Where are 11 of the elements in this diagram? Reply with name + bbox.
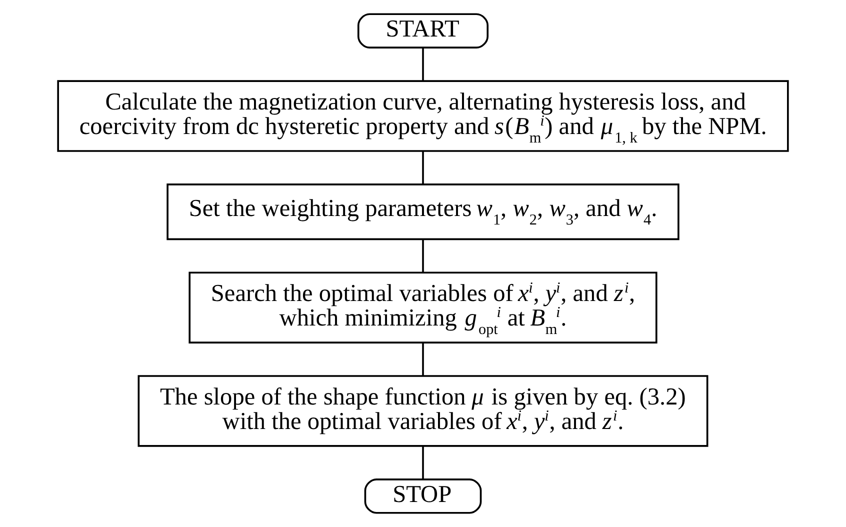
connector [422, 48, 424, 82]
node-box: STOP [364, 478, 482, 514]
node-box: The slope of the shape function μ is given by eq. (3.2) with the optimal variables of x$^{i}$, y$^{i}$, and z$^{i}$. [138, 375, 708, 447]
connector [422, 446, 424, 480]
node-box: Calculate the magnetization curve, alternating hysteresis loss, and coercivity from dc hysteretic property and s(B$_{m}$$^{i}$) and μ$_{1, k}$ by the NPM. [57, 80, 789, 152]
node-box: START [357, 13, 489, 48]
connector [422, 240, 424, 272]
connector [422, 151, 424, 184]
node-box: Set the weighting parameters w$_{1}$, w$_{2}$, w$_{3}$, and w$_{4}$. [166, 184, 680, 240]
node-box: Search the optimal variables of x$^{i}$, y$^{i}$, and z$^{i}$, which minimizing g$_{opt}$$^{i}$ at B$_{m}$$^{i}$. [188, 272, 658, 344]
connector [422, 343, 424, 376]
